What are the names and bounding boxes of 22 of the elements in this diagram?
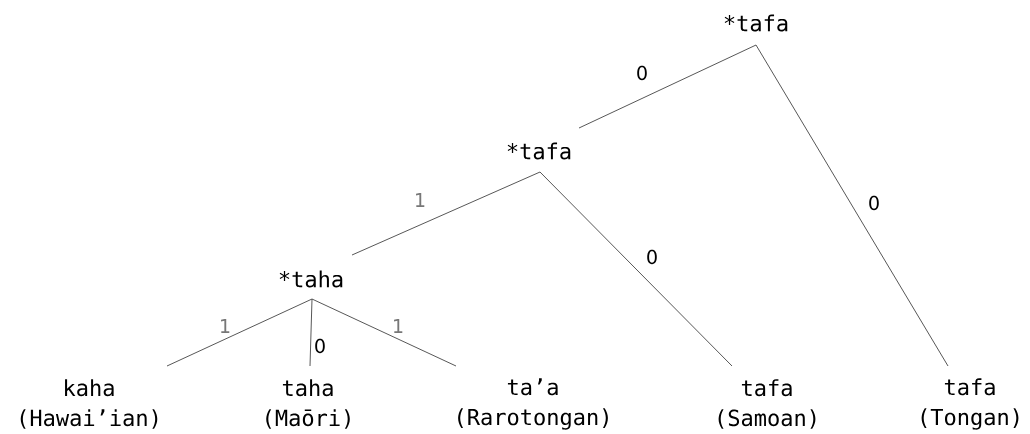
branch-label: 0 xyxy=(644,248,660,266)
branch-label: 0 xyxy=(634,64,650,82)
branch-label: 0 xyxy=(866,194,882,212)
word-form: taha (Maōri) xyxy=(266,379,350,429)
word-form: ta’a (Rarotongan) xyxy=(458,378,608,430)
reconstructed-form: *tafa xyxy=(724,14,788,32)
tree-branch xyxy=(311,298,457,367)
tree-branch xyxy=(166,298,313,367)
tree-branch xyxy=(351,171,541,256)
tree-branch xyxy=(309,298,313,367)
tree-branch xyxy=(755,44,949,367)
reconstructed-form: *tafa xyxy=(507,142,571,160)
word-form: kaha (Hawai’ian) xyxy=(20,379,158,429)
branch-label: 1 xyxy=(217,318,233,334)
branch-label: 0 xyxy=(312,337,328,355)
reconstructed-form: *taha xyxy=(279,270,343,288)
branch-label: 1 xyxy=(412,192,428,208)
tree-branch xyxy=(578,44,757,129)
tree-branch xyxy=(539,171,733,367)
word-form: tafa (Tongan) xyxy=(921,378,1019,430)
branch-label: 1 xyxy=(390,318,406,334)
word-form: tafa (Samoan) xyxy=(718,379,816,429)
